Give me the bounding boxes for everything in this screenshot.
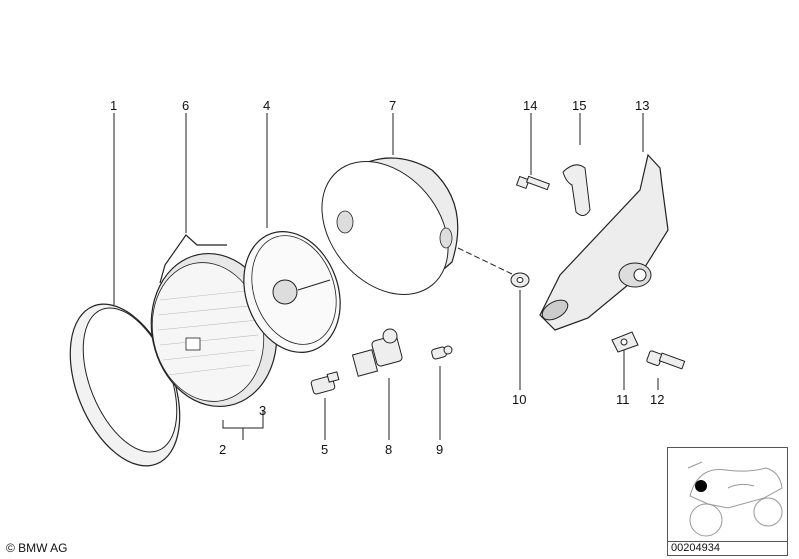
axis-line — [457, 247, 513, 275]
parking-lamp-socket — [310, 371, 340, 395]
cable-lug — [611, 331, 639, 353]
callout-1: 1 — [110, 98, 118, 113]
mounting-bracket — [539, 153, 669, 331]
callout-8: 8 — [385, 442, 393, 457]
callout-14: 14 — [523, 98, 538, 113]
washer — [510, 272, 530, 288]
highlight-dot — [695, 480, 707, 492]
callout-15: 15 — [572, 98, 587, 113]
parking-bulb — [431, 345, 453, 360]
leader-2-bracket — [222, 420, 264, 429]
callout-12: 12 — [650, 392, 665, 407]
bolt — [646, 350, 686, 370]
spring-clip — [159, 234, 227, 284]
callout-13: 13 — [635, 98, 650, 113]
callout-2: 2 — [219, 442, 227, 457]
callout-11: 11 — [616, 392, 630, 407]
cable-clip — [562, 164, 591, 216]
motorcycle-thumbnail — [667, 447, 788, 542]
callout-5: 5 — [321, 442, 329, 457]
callout-9: 9 — [436, 442, 444, 457]
callout-7: 7 — [389, 98, 397, 113]
callout-10: 10 — [512, 392, 527, 407]
callout-4: 4 — [263, 98, 271, 113]
copyright-text: © BMW AG — [6, 541, 68, 555]
headlight-housing — [321, 157, 459, 295]
callout-6: 6 — [182, 98, 190, 113]
diagram-number: 00204934 — [667, 541, 788, 556]
headlight-bulb — [351, 328, 403, 377]
reflector-ring — [243, 231, 341, 353]
screw-small — [515, 175, 551, 191]
callout-3: 3 — [259, 403, 267, 418]
